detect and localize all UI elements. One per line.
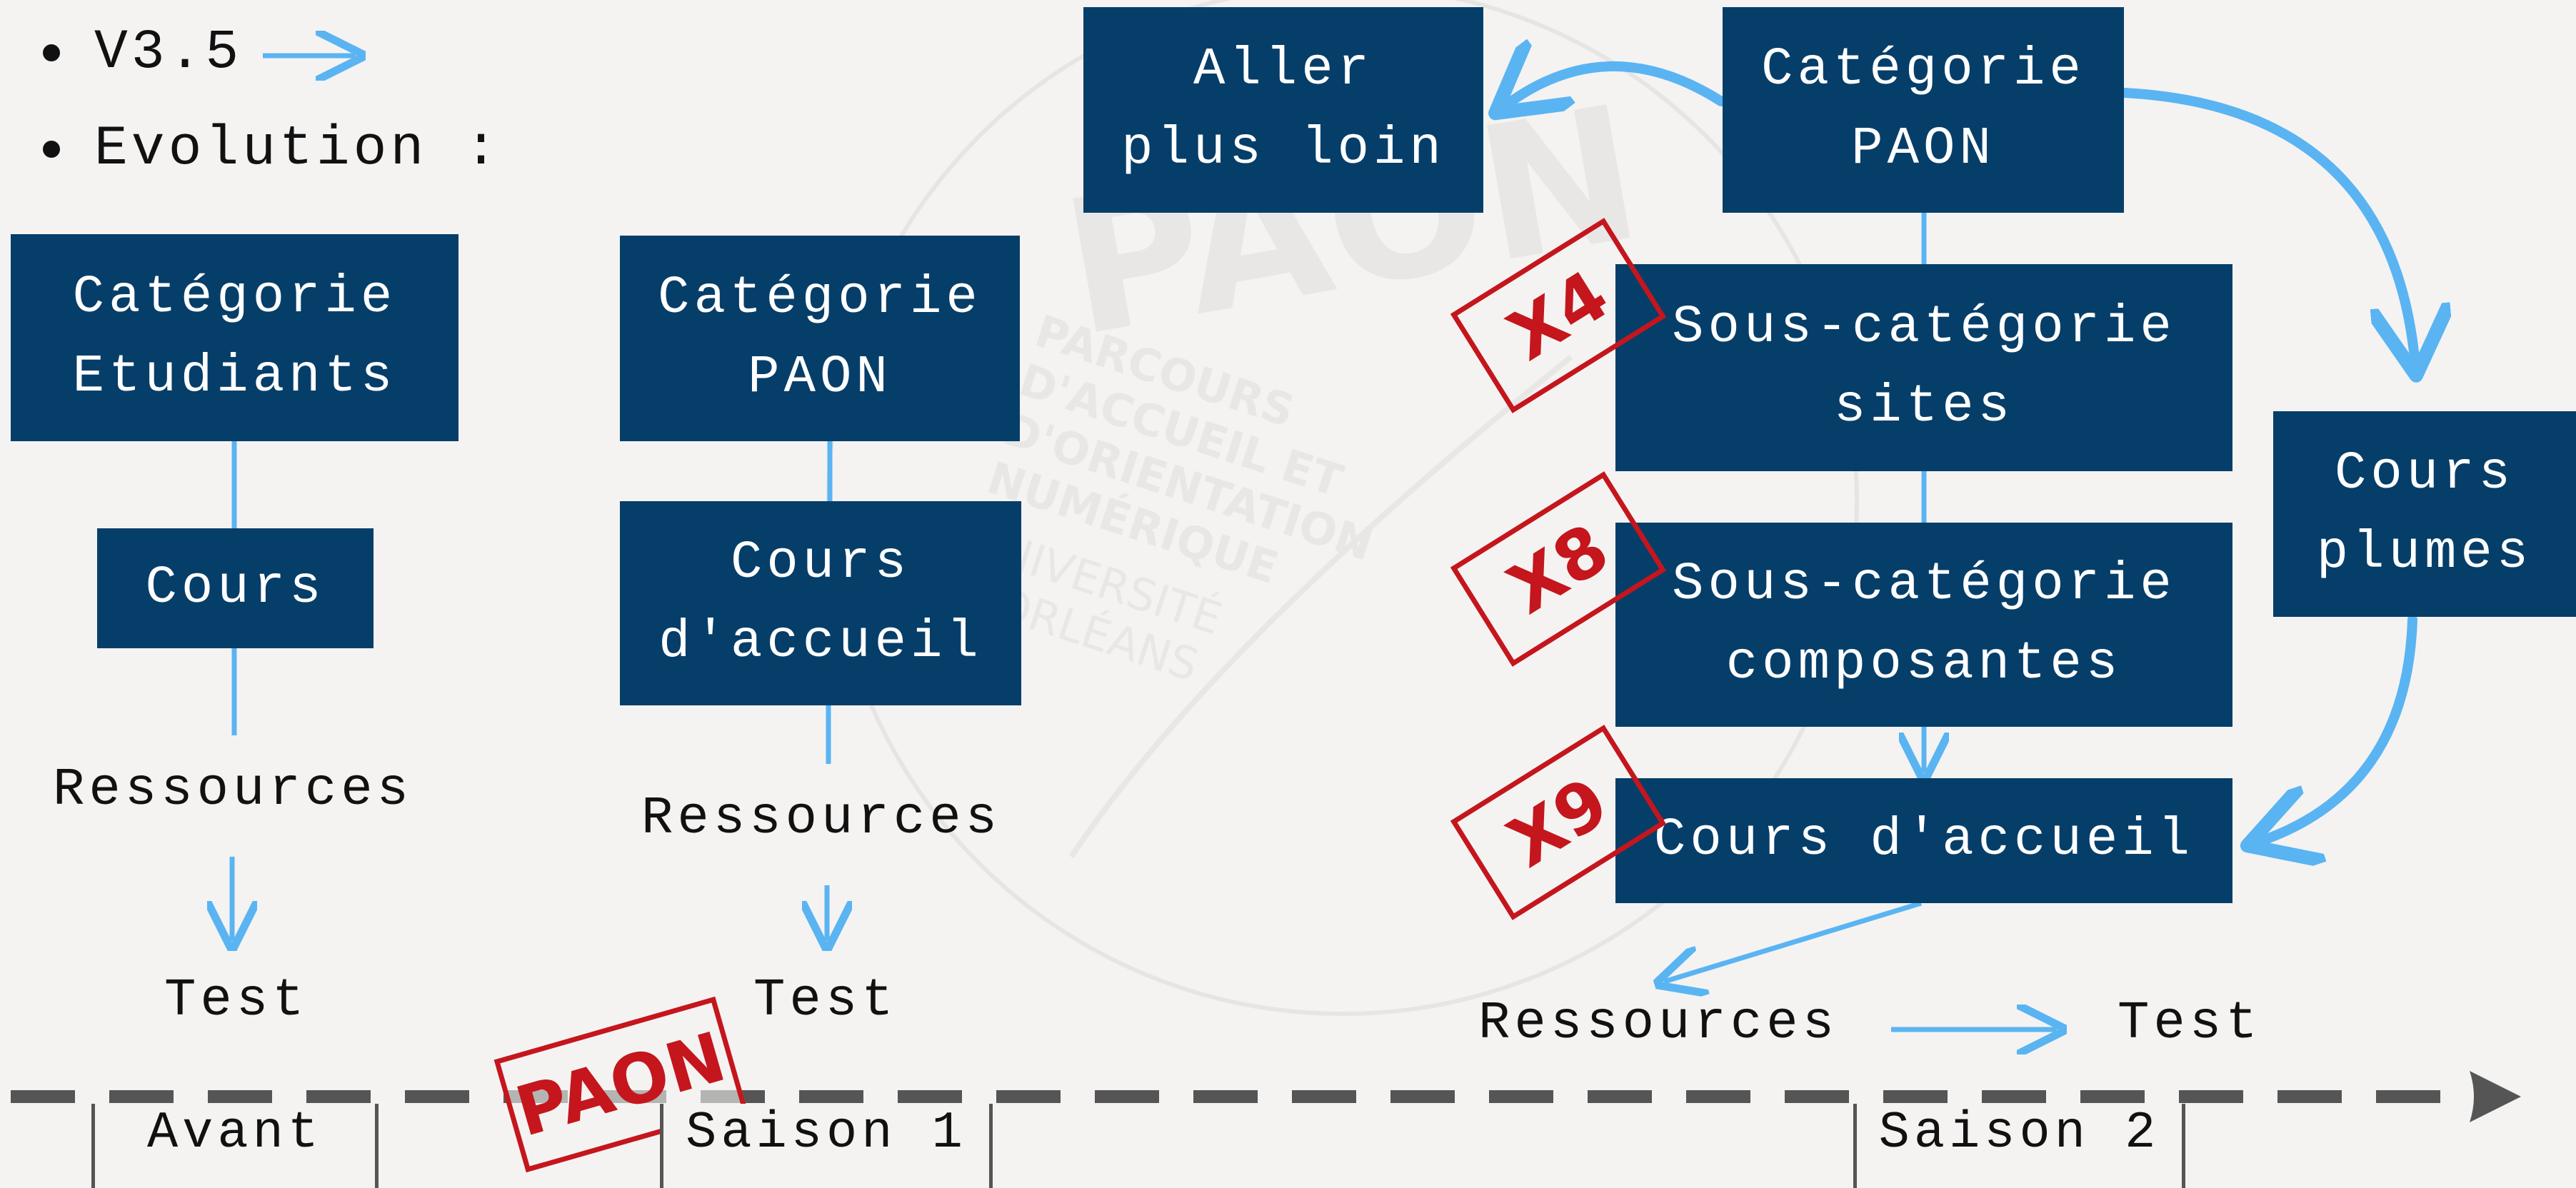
bullet-version: V3.5 (43, 21, 398, 84)
version-from: V3.5 (94, 21, 243, 84)
box-category-paon-s1: Catégorie PAON (620, 236, 1020, 441)
box-welcome-course-s1: Cours d'accueil (620, 501, 1021, 705)
timeline-label-saison1: Saison 1 (660, 1104, 993, 1188)
timeline-arrowhead (2470, 1071, 2521, 1122)
resources-s1: Ressources (641, 789, 1002, 849)
resources-avant: Ressources (53, 760, 414, 820)
evolution-label: Evolution : (94, 118, 501, 181)
resources-s2: Ressources (1478, 994, 1839, 1054)
box-category-students: Catégorie Etudiants (11, 234, 458, 441)
bullet-dot (43, 44, 60, 61)
timeline-label-avant: Avant (91, 1104, 379, 1188)
test-avant: Test (164, 971, 309, 1031)
box-welcome-course-s2: Cours d'accueil (1615, 778, 2232, 903)
box-course: Cours (97, 528, 374, 648)
bullet-evolution: Evolution : (43, 118, 501, 181)
timeline-label-saison2: Saison 2 (1853, 1104, 2185, 1188)
box-subcategory-sites: Sous-catégorie sites (1615, 264, 2232, 471)
test-s2: Test (2118, 994, 2262, 1054)
test-s1: Test (753, 971, 898, 1031)
box-go-further: Aller plus loin (1083, 7, 1483, 213)
box-subcategory-components: Sous-catégorie composantes (1615, 523, 2232, 727)
box-feather-courses: Cours plumes (2273, 411, 2576, 617)
bullet-dot (43, 141, 60, 158)
box-category-paon-s2: Catégorie PAON (1723, 7, 2124, 213)
